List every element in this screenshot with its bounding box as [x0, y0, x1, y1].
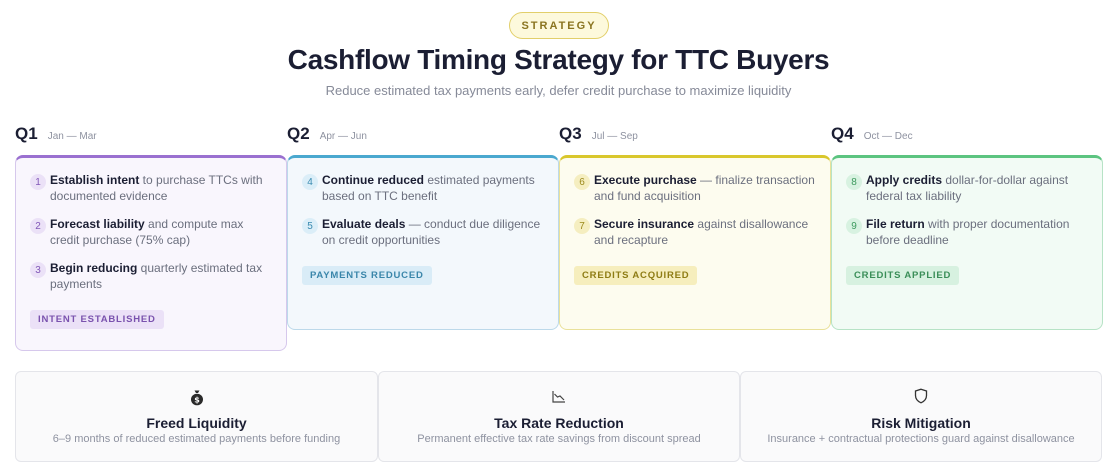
step-number: 4	[302, 174, 318, 190]
step-item: 2 Forecast liability and compute max cre…	[30, 216, 272, 248]
quarter-header-q2: Q2 Apr — Jun	[287, 124, 367, 144]
benefit-title: Freed Liquidity	[146, 415, 247, 431]
step-text: File return with proper documentation be…	[866, 216, 1088, 248]
step-text: Forecast liability and compute max credi…	[50, 216, 272, 248]
page-title: Cashflow Timing Strategy for TTC Buyers	[287, 44, 830, 75]
step-detail: — finalize transaction and fund acquisit…	[594, 173, 815, 203]
step-item: 9 File return with proper documentation …	[846, 216, 1088, 248]
step-text: Execute purchase — finalize transaction …	[594, 172, 816, 204]
trend-down-icon	[379, 388, 739, 406]
step-text: Continue reduced estimated payments base…	[322, 172, 544, 204]
step-text: Apply credits dollar-for-dollar against …	[866, 172, 1088, 204]
step-item: 7 Secure insurance against disallowance …	[574, 216, 816, 248]
step-action: Establish intent	[50, 173, 140, 187]
benefit-card-tax-rate: Tax Rate Reduction Permanent effective t…	[378, 371, 740, 462]
quarter-card-q4: 8 Apply credits dollar-for-dollar agains…	[831, 155, 1103, 330]
status-badge: CREDITS ACQUIRED	[574, 266, 698, 285]
benefit-description: 6–9 months of reduced estimated payments…	[52, 433, 341, 445]
step-number: 6	[574, 174, 590, 190]
quarter-label: Q1	[15, 124, 38, 143]
step-detail: quarterly estimated tax payments	[50, 261, 263, 291]
step-action: Evaluate deals	[322, 217, 406, 231]
benefit-description: Insurance + contractual protections guar…	[767, 433, 1075, 445]
step-detail: against disallowance and recapture	[594, 217, 809, 247]
quarter-label: Q4	[831, 124, 854, 143]
step-detail: to purchase TTCs with documented evidenc…	[50, 173, 263, 203]
step-detail: — conduct due diligence on credit opport…	[322, 217, 541, 247]
step-action: Forecast liability	[50, 217, 145, 231]
step-text: Establish intent to purchase TTCs with d…	[50, 172, 272, 204]
step-item: 4 Continue reduced estimated payments ba…	[302, 172, 544, 204]
benefit-title: Risk Mitigation	[871, 415, 971, 431]
step-item: 1 Establish intent to purchase TTCs with…	[30, 172, 272, 204]
benefit-card-risk: Risk Mitigation Insurance + contractual …	[740, 371, 1102, 462]
step-number: 2	[30, 218, 46, 234]
step-item: 3 Begin reducing quarterly estimated tax…	[30, 260, 272, 292]
step-detail: and compute max credit purchase (75% cap…	[50, 217, 244, 247]
status-badge: INTENT ESTABLISHED	[30, 310, 164, 329]
step-number: 5	[302, 218, 318, 234]
quarter-label: Q3	[559, 124, 582, 143]
quarter-header-q1: Q1 Jan — Mar	[15, 124, 97, 144]
step-action: Apply credits	[866, 173, 943, 187]
quarter-card-q1: 1 Establish intent to purchase TTCs with…	[15, 155, 287, 351]
step-action: Execute purchase	[594, 173, 697, 187]
step-number: 7	[574, 218, 590, 234]
quarter-card-q2: 4 Continue reduced estimated payments ba…	[287, 155, 559, 330]
step-item: 6 Execute purchase — finalize transactio…	[574, 172, 816, 204]
strategy-badge: STRATEGY	[509, 12, 609, 39]
quarter-range: Apr — Jun	[319, 131, 367, 142]
step-action: File return	[866, 217, 925, 231]
quarter-range: Jul — Sep	[591, 131, 638, 142]
quarter-header-q3: Q3 Jul — Sep	[559, 124, 638, 144]
money-bag-icon: $	[16, 388, 377, 406]
step-number: 3	[30, 262, 46, 278]
step-detail: with proper documentation before deadlin…	[866, 217, 1070, 247]
step-detail: estimated payments based on TTC benefit	[322, 173, 535, 203]
benefit-description: Permanent effective tax rate savings fro…	[417, 433, 701, 445]
step-number: 9	[846, 218, 862, 234]
svg-text:$: $	[194, 396, 200, 405]
step-action: Continue reduced	[322, 173, 425, 187]
step-text: Secure insurance against disallowance an…	[594, 216, 816, 248]
quarter-label: Q2	[287, 124, 310, 143]
quarter-card-q3: 6 Execute purchase — finalize transactio…	[559, 155, 831, 330]
status-badge: CREDITS APPLIED	[846, 266, 960, 285]
step-text: Evaluate deals — conduct due diligence o…	[322, 216, 544, 248]
status-badge: PAYMENTS REDUCED	[302, 266, 432, 285]
step-item: 8 Apply credits dollar-for-dollar agains…	[846, 172, 1088, 204]
benefit-card-liquidity: $ Freed Liquidity 6–9 months of reduced …	[15, 371, 378, 462]
step-action: Begin reducing	[50, 261, 138, 275]
quarter-range: Oct — Dec	[863, 131, 913, 142]
step-detail: dollar-for-dollar against federal tax li…	[866, 173, 1069, 203]
shield-icon	[741, 388, 1101, 406]
page-subtitle: Reduce estimated tax payments early, def…	[325, 83, 792, 98]
step-item: 5 Evaluate deals — conduct due diligence…	[302, 216, 544, 248]
step-number: 1	[30, 174, 46, 190]
step-text: Begin reducing quarterly estimated tax p…	[50, 260, 272, 292]
step-action: Secure insurance	[594, 217, 695, 231]
quarter-range: Jan — Mar	[47, 131, 97, 142]
step-number: 8	[846, 174, 862, 190]
quarter-header-q4: Q4 Oct — Dec	[831, 124, 913, 144]
benefit-title: Tax Rate Reduction	[494, 415, 624, 431]
